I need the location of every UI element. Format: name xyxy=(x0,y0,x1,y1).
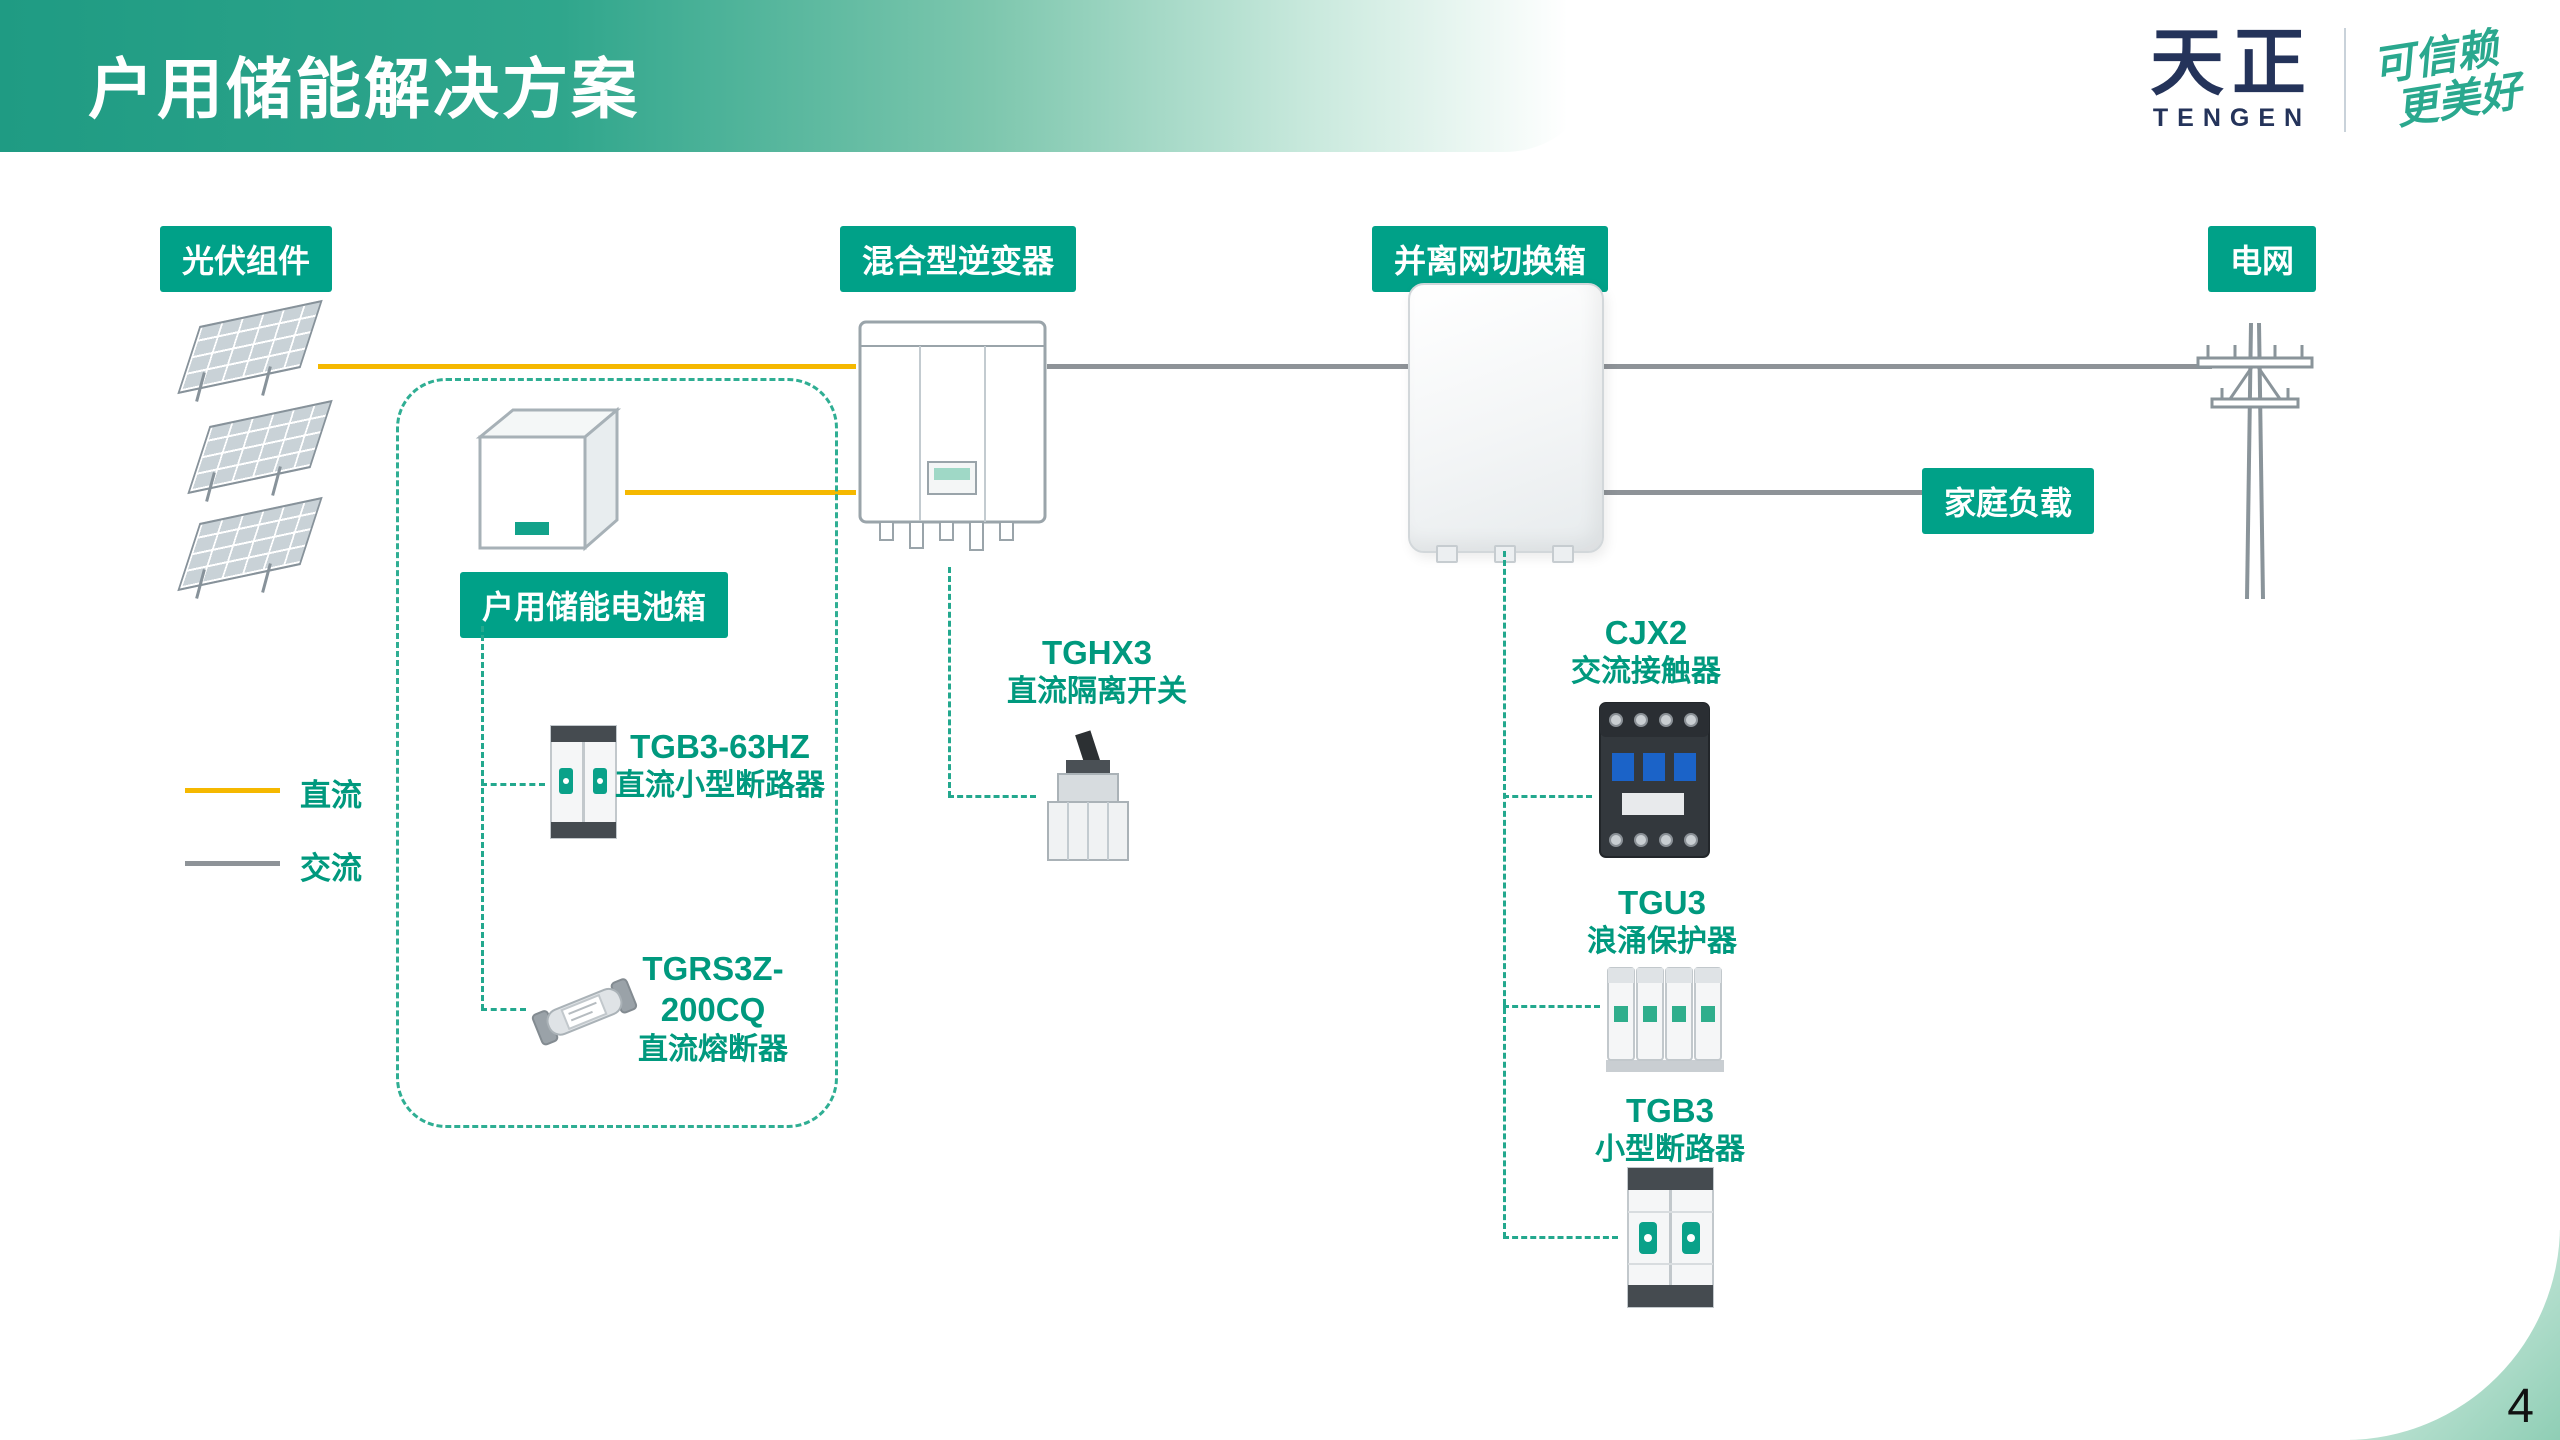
brand-block: 天正 TENGEN 可信赖 更美好 xyxy=(2150,23,2524,134)
dc-line-pv-to-inverter xyxy=(318,364,856,369)
page-number: 4 xyxy=(2507,1380,2534,1433)
switch-box-icon xyxy=(1408,283,1604,553)
product-tgu3-text: TGU3 浪涌保护器 xyxy=(1522,882,1802,961)
product-model: 200CQ xyxy=(660,991,766,1029)
product-tgrs3z-text: TGRS3Z- 200CQ 直流熔断器 xyxy=(608,948,818,1068)
product-tgb3-text: TGB3 小型断路器 xyxy=(1530,1090,1810,1169)
brand-divider xyxy=(2343,27,2346,132)
tgb3-63hz-breaker-icon xyxy=(550,725,617,839)
node-label-switch-box: 并离网切换箱 xyxy=(1372,226,1609,292)
dashed-connector-inverter-vertical xyxy=(948,567,951,797)
page-title: 户用储能解决方案 xyxy=(88,52,640,126)
product-desc: 直流小型断路器 xyxy=(615,769,825,803)
product-cjx2-text: CJX2 交流接触器 xyxy=(1506,612,1786,691)
tgb3-breaker-icon xyxy=(1627,1167,1714,1308)
header-banner: 户用储能解决方案 xyxy=(0,0,1600,152)
solar-panel-surface xyxy=(187,399,333,495)
product-model: TGHX3 xyxy=(1041,634,1153,671)
tghx3-isolator-icon xyxy=(1047,730,1129,861)
node-label-inverter: 混合型逆变器 xyxy=(840,226,1077,292)
product-model: TGRS3Z- xyxy=(642,950,784,987)
ac-line-switchbox-to-grid xyxy=(1600,364,2212,369)
node-label-grid: 电网 xyxy=(2208,226,2317,292)
solar-panel-surface xyxy=(177,496,323,592)
product-model: TGU3 xyxy=(1617,884,1706,921)
product-desc: 直流隔离开关 xyxy=(1007,675,1187,709)
battery-box-dashed-outline xyxy=(396,378,838,1128)
cjx2-contactor-icon xyxy=(1599,702,1710,858)
solar-panel-surface xyxy=(177,299,323,395)
product-model: TGB3-63HZ xyxy=(630,728,810,765)
ac-line-switchbox-to-homeload xyxy=(1600,490,1922,495)
logo-cn-text: 天正 xyxy=(2149,21,2314,104)
product-desc: 直流熔断器 xyxy=(638,1032,788,1066)
node-label-battery-box: 户用储能电池箱 xyxy=(460,572,729,638)
tengen-logo: 天正 TENGEN xyxy=(2150,26,2314,133)
dashed-connector-to-tgrs3z xyxy=(481,1008,526,1011)
legend-dc-line xyxy=(185,788,280,793)
ac-line-inverter-to-switchbox xyxy=(1047,364,1410,369)
tgu3-surge-protector-icon xyxy=(1606,967,1724,1072)
product-model: CJX2 xyxy=(1604,614,1688,651)
corner-mask xyxy=(2140,1020,2560,1440)
dashed-connector-to-cjx2 xyxy=(1503,795,1592,798)
dashed-connector-switchbox-vertical xyxy=(1503,551,1506,1238)
solar-panel-icon xyxy=(165,299,330,413)
legend-ac-label: 交流 xyxy=(300,851,362,886)
node-label-pv: 光伏组件 xyxy=(160,226,333,292)
product-desc: 浪涌保护器 xyxy=(1587,925,1737,959)
dashed-connector-to-tghx3 xyxy=(948,795,1036,798)
dashed-connector-to-tgb3 xyxy=(1503,1236,1618,1239)
legend-dc-label: 直流 xyxy=(300,778,362,813)
node-label-home-load: 家庭负载 xyxy=(1922,468,2095,534)
brand-slogan: 可信赖 更美好 xyxy=(2369,23,2524,136)
tgrs3z-fuse-icon xyxy=(531,978,638,1046)
product-model: TGB3 xyxy=(1625,1092,1714,1129)
product-desc: 交流接触器 xyxy=(1571,655,1721,689)
inverter-icon xyxy=(858,320,1047,551)
legend-ac-line xyxy=(185,861,280,866)
grid-tower-icon xyxy=(2196,322,2314,600)
product-desc: 小型断路器 xyxy=(1595,1133,1745,1167)
dashed-connector-to-tgu3 xyxy=(1503,1005,1600,1008)
dashed-connector-battery-vertical xyxy=(481,626,484,1010)
solar-panel-icon xyxy=(165,496,330,610)
dc-line-battery-to-inverter xyxy=(625,490,856,495)
dashed-connector-to-tgb3-63hz xyxy=(481,783,545,786)
battery-cabinet-icon xyxy=(475,406,622,552)
switch-box-foot xyxy=(1552,545,1574,563)
product-tghx3-text: TGHX3 直流隔离开关 xyxy=(957,632,1237,711)
logo-en-text: TENGEN xyxy=(2152,104,2312,132)
product-tgb3-63hz-text: TGB3-63HZ 直流小型断路器 xyxy=(605,726,835,805)
switch-box-foot xyxy=(1436,545,1458,563)
